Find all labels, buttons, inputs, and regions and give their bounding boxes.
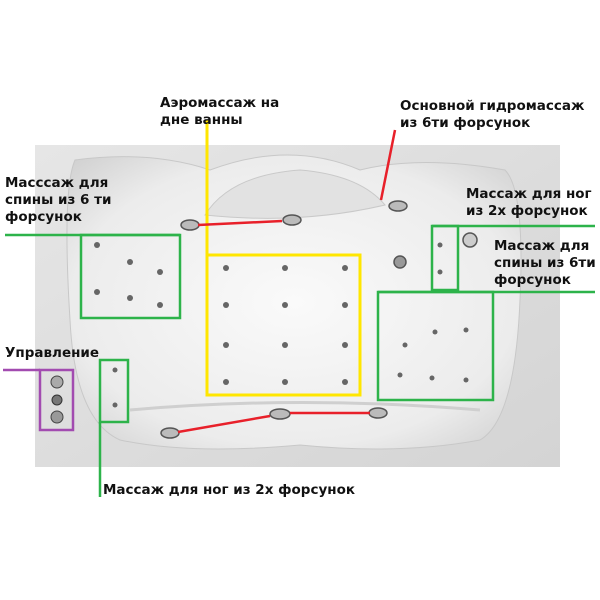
- label-aero: Аэромассаж на дне ванны: [160, 95, 279, 129]
- jet-group-main: [160, 200, 478, 439]
- tub-basin: [66, 154, 522, 450]
- hydro-jet: [282, 214, 302, 226]
- label-back-left: Масссаж для спины из 6 ти форсунок: [5, 175, 111, 226]
- control-button[interactable]: [50, 410, 64, 424]
- label-line: форсунок: [494, 272, 571, 288]
- control-callout: [3, 368, 75, 432]
- label-back-right: Массаж для спины из 6ти форсунок: [494, 238, 596, 289]
- control-panel[interactable]: [50, 375, 64, 424]
- label-feet-left: Массаж для ног из 2х форсунок: [103, 482, 356, 498]
- label-line: из 2х форсунок: [466, 203, 588, 219]
- back-feet-callouts: [5, 224, 595, 497]
- label-line: Основной гидромассаж: [400, 98, 585, 114]
- seat-curve: [129, 401, 481, 412]
- control-button[interactable]: [50, 375, 64, 389]
- hydro-callout: [177, 129, 397, 434]
- label-line: Масссаж для: [5, 175, 109, 191]
- label-line: Массаж для: [494, 238, 590, 254]
- headrest: [204, 169, 386, 219]
- label-line: Аэромассаж на: [160, 95, 280, 111]
- hydro-jet: [160, 427, 180, 439]
- hydro-jet: [269, 408, 291, 420]
- overflow-icon: [393, 255, 407, 269]
- label-line: Массаж для ног: [466, 186, 592, 202]
- label-line: дне ванны: [160, 112, 243, 128]
- control-button[interactable]: [51, 394, 63, 406]
- label-line: спины из 6 ти: [5, 192, 112, 208]
- label-line: форсунок: [5, 209, 82, 225]
- drain-icon: [462, 232, 478, 248]
- hydro-jet: [388, 200, 408, 212]
- hydro-jet: [368, 407, 388, 419]
- label-main-hydro: Основной гидромассаж из 6ти форсунок: [400, 98, 584, 132]
- label-control: Управление: [5, 345, 100, 361]
- hydro-jet: [180, 219, 200, 231]
- label-line: спины из 6ти: [494, 255, 596, 271]
- aero-callout: [205, 120, 362, 397]
- label-line: из 6ти форсунок: [400, 115, 531, 131]
- jet-dots: [94, 242, 469, 408]
- label-feet-right: Массаж для ног из 2х форсунок: [466, 186, 592, 220]
